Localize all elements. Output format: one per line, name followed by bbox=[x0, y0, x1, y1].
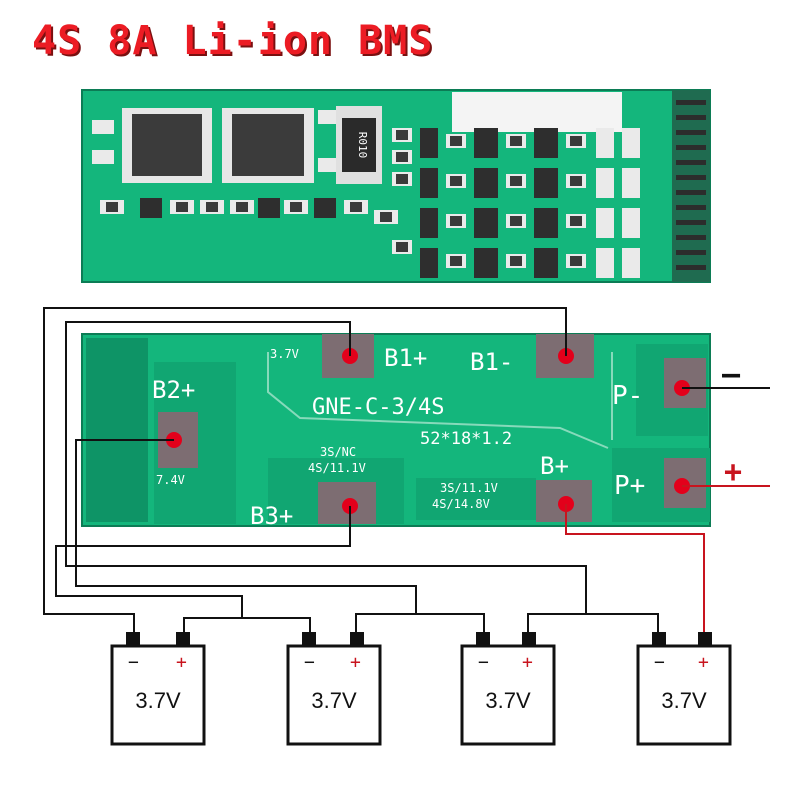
output-minus-sign: — bbox=[722, 357, 741, 392]
battery-voltage: 3.7V bbox=[311, 688, 357, 713]
pcb-top-view: R010 bbox=[81, 89, 711, 283]
battery-pos-sign: + bbox=[350, 652, 361, 673]
pad-b-plus bbox=[536, 480, 592, 522]
pad-p-minus bbox=[664, 358, 706, 408]
page-title: 4S 8A Li-ion BMS bbox=[32, 18, 434, 64]
smd-components-right bbox=[392, 128, 640, 278]
battery-neg-sign: − bbox=[304, 652, 315, 673]
output-plus-sign: + bbox=[724, 455, 742, 490]
pad-label-b3-plus: B3+ bbox=[250, 502, 293, 530]
battery-voltage: 3.7V bbox=[661, 688, 707, 713]
battery-neg-sign: − bbox=[128, 652, 139, 673]
pcb-bottom-view: B1+ B1- B2+ B3+ B+ P- P+ 3.7V 7.4V GNE-C… bbox=[81, 333, 711, 530]
battery-cell: − + 3.7V bbox=[460, 632, 556, 746]
mosfet bbox=[122, 108, 212, 183]
pad-label-b2-plus: B2+ bbox=[152, 376, 195, 404]
battery-cell: − + 3.7V bbox=[286, 632, 382, 746]
pad-label-b1-minus: B1- bbox=[470, 348, 513, 376]
wire-cell1-cell2 bbox=[183, 617, 310, 634]
wire-b-plus bbox=[565, 504, 705, 634]
mode-left-line2: 4S/11.1V bbox=[308, 461, 366, 475]
shunt-resistor: R010 bbox=[336, 106, 382, 184]
pad-b1-plus bbox=[322, 334, 374, 378]
pad-label-p-plus: P+ bbox=[614, 471, 645, 501]
battery-pos-sign: + bbox=[522, 652, 533, 673]
wire-b1-minus bbox=[43, 307, 567, 634]
pad-p-plus bbox=[664, 458, 706, 508]
wire-cell3-cell4 bbox=[527, 613, 658, 634]
shunt-code: R010 bbox=[356, 132, 369, 159]
battery-cell: − + 3.7V bbox=[110, 632, 206, 746]
pad-label-b1-plus: B1+ bbox=[384, 344, 427, 372]
mode-right-line1: 3S/11.1V bbox=[440, 481, 498, 495]
battery-pos-sign: + bbox=[698, 652, 709, 673]
board-dimensions: 52*18*1.2 bbox=[420, 429, 512, 449]
battery-cell: − + 3.7V bbox=[636, 632, 732, 746]
mode-left-line1: 3S/NC bbox=[320, 445, 356, 459]
smd-components-left bbox=[92, 110, 398, 224]
battery-neg-sign: − bbox=[478, 652, 489, 673]
edge-connector-pins bbox=[676, 100, 706, 270]
pad-b3-plus bbox=[318, 482, 376, 524]
board-model: GNE-C-3/4S bbox=[312, 395, 444, 420]
pad-label-b-plus: B+ bbox=[540, 452, 569, 480]
battery-pos-sign: + bbox=[176, 652, 187, 673]
pad-voltage-b1: 3.7V bbox=[270, 347, 299, 361]
battery-neg-sign: − bbox=[654, 652, 665, 673]
mosfet bbox=[222, 108, 314, 183]
pad-label-p-minus: P- bbox=[612, 381, 643, 411]
battery-voltage: 3.7V bbox=[135, 688, 181, 713]
wiring bbox=[43, 307, 770, 634]
mode-right-line2: 4S/14.8V bbox=[432, 497, 490, 511]
battery-voltage: 3.7V bbox=[485, 688, 531, 713]
wire-cell2-cell3 bbox=[355, 613, 484, 634]
pad-voltage-b2: 7.4V bbox=[156, 473, 185, 487]
